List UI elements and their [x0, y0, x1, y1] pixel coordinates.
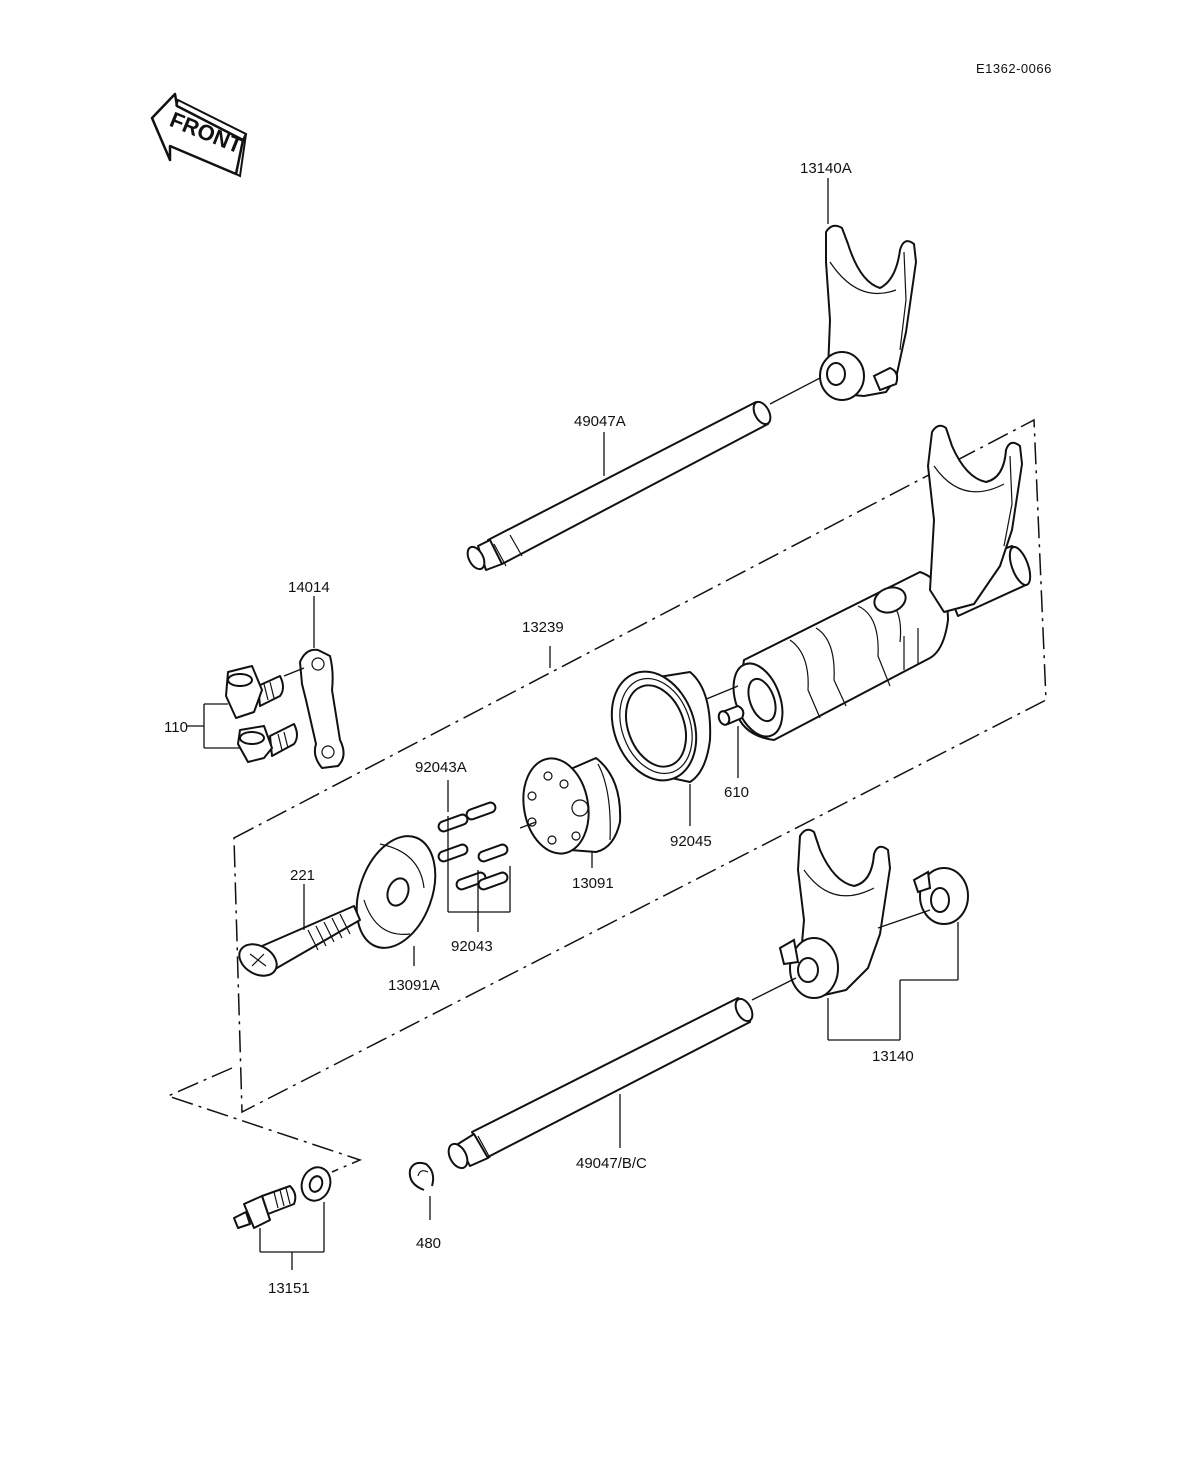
label-13140: 13140	[872, 1048, 914, 1065]
pin-610	[717, 705, 745, 726]
label-610: 610	[724, 784, 749, 801]
shift-rod-49047BC	[447, 997, 754, 1170]
label-49047BC: 49047/B/C	[576, 1155, 647, 1172]
plate-13091A	[355, 835, 437, 949]
label-14014: 14014	[288, 579, 330, 596]
label-92043A: 92043A	[415, 759, 467, 776]
screw-221	[238, 905, 361, 977]
label-13239: 13239	[522, 619, 564, 636]
assembly-boundary	[165, 418, 1047, 1173]
label-13091A: 13091A	[388, 977, 440, 994]
pins-92043	[437, 801, 509, 891]
label-92045: 92045	[670, 833, 712, 850]
bolt-110-upper	[225, 665, 284, 719]
circlip-480	[408, 1161, 435, 1191]
bolt-110-lower	[237, 723, 298, 763]
shift-fork-13140A	[819, 224, 917, 401]
neutral-switch-13151	[233, 1166, 332, 1229]
plate-14014	[299, 648, 345, 769]
label-13091: 13091	[572, 875, 614, 892]
shift-fork-13140-front	[778, 828, 891, 999]
label-13140A: 13140A	[800, 160, 852, 177]
label-110: 110	[164, 719, 188, 736]
bearing-92045	[610, 670, 712, 783]
label-49047A: 49047A	[574, 413, 626, 430]
label-480: 480	[416, 1235, 441, 1252]
drum-cam-13091	[522, 757, 622, 855]
label-13151: 13151	[268, 1280, 310, 1297]
front-arrow-icon: FRONT	[150, 92, 248, 178]
shift-rod-49047A	[466, 400, 772, 571]
diagram-reference: E1362-0066	[976, 61, 1052, 76]
label-92043: 92043	[451, 938, 493, 955]
label-221: 221	[290, 867, 315, 884]
shift-fork-13140-rear	[912, 424, 1023, 925]
